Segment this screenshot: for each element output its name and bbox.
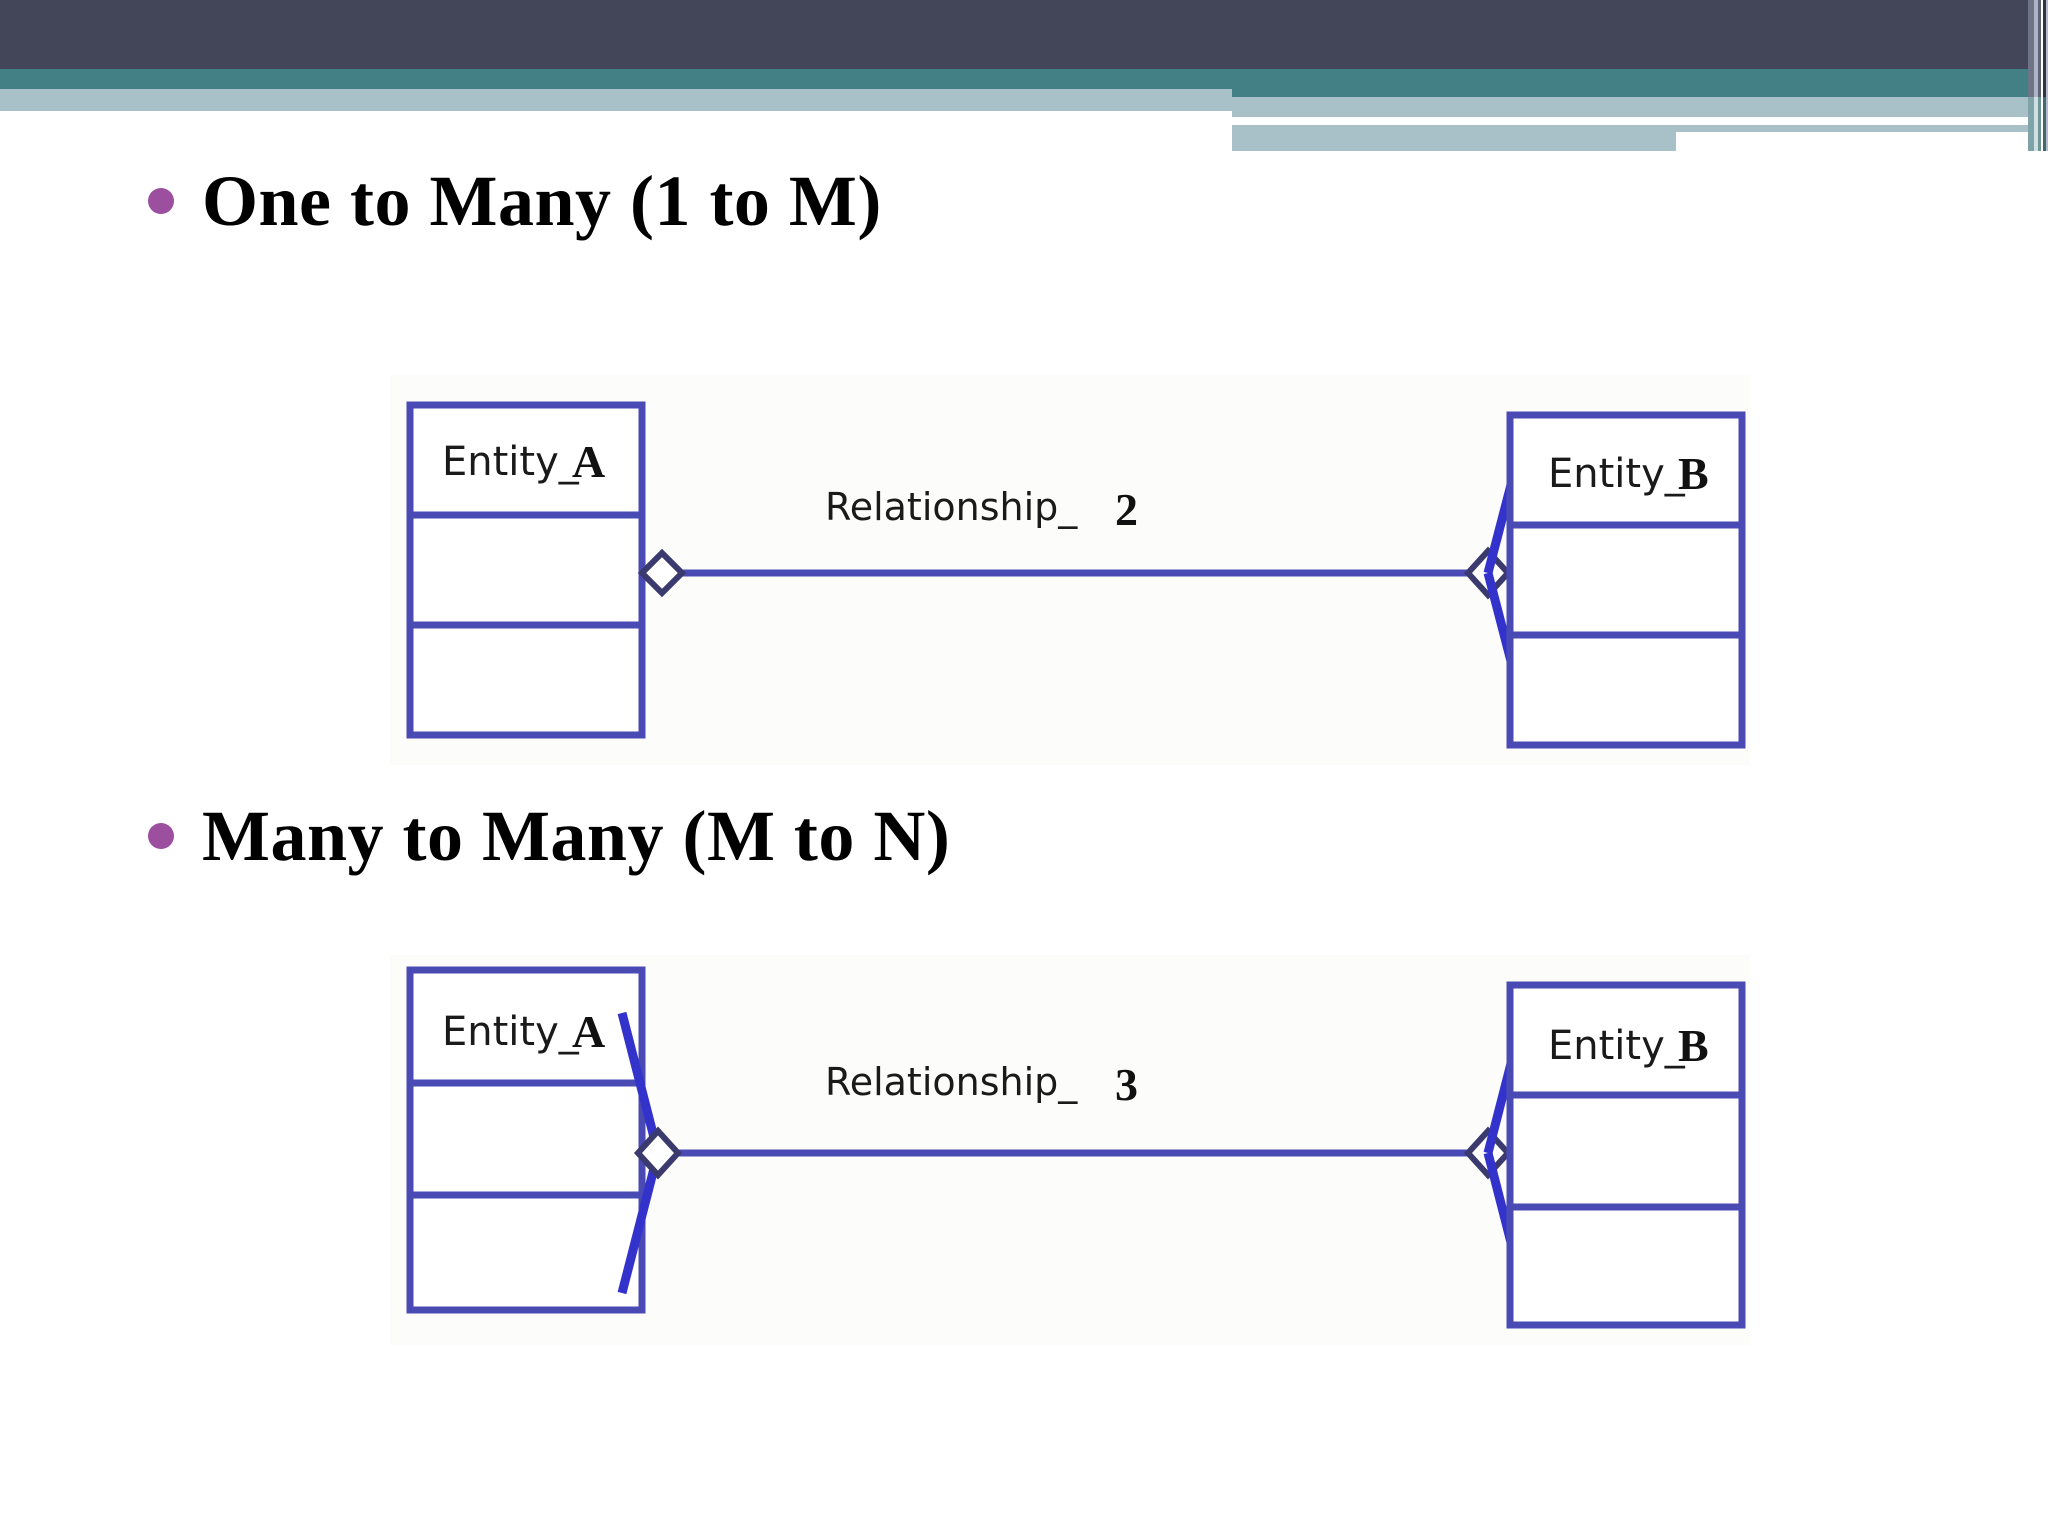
relationship-label-suffix: 2 [1115, 484, 1138, 535]
entity-box-a: Entity_ A [406, 966, 646, 1314]
entity-box-b: Entity_ B [1506, 981, 1746, 1329]
entity-a-label-letter: A [572, 436, 605, 487]
entity-b-outline [1506, 981, 1746, 1329]
zero-or-one-marker-icon [637, 548, 687, 598]
edge-stripe-6 [2046, 0, 2048, 151]
edge-stripe-5 [2043, 0, 2046, 151]
entity-b-label-letter: B [1678, 448, 1709, 499]
entity-box-a: Entity_ A [406, 401, 646, 739]
relationship-label-prefix: Relationship_ [825, 485, 1078, 529]
header-dark-band [0, 0, 2028, 69]
header-step-band-1 [1232, 97, 2028, 117]
cardinality-left-zero-or-one [637, 548, 687, 598]
crows-foot-lower-left [617, 1151, 663, 1295]
bullet-item-many-to-many: Many to Many (M to N) [148, 800, 950, 872]
relationship-label-prefix: Relationship_ [825, 1060, 1078, 1104]
entity-b-outline [1506, 411, 1746, 749]
edge-stripe-3 [2038, 0, 2041, 151]
edge-stripe-lower-1 [2028, 97, 2034, 151]
zero-or-many-circle-icon [633, 1126, 683, 1180]
er-diagram-one-to-many: Entity_ A Entity_ B Relati [390, 375, 1750, 765]
edge-stripe-2 [2034, 0, 2038, 151]
relationship-label-suffix: 3 [1115, 1059, 1138, 1110]
entity-b-label-prefix: Entity_ [1548, 451, 1686, 497]
entity-box-b: Entity_ B [1506, 411, 1746, 749]
er-diagram-one-to-many-svg: Entity_ A Entity_ B Relati [406, 401, 1746, 749]
edge-stripe-lower-2 [2034, 97, 2038, 151]
entity-a-label-prefix: Entity_ [442, 1009, 580, 1055]
edge-stripe-1 [2028, 0, 2034, 151]
bullet-label-one-to-many: One to Many (1 to M) [202, 161, 882, 241]
header-step-gap-2 [1676, 132, 2048, 154]
edge-stripe-lower-3 [2038, 97, 2041, 151]
bullet-dot-icon [148, 188, 174, 214]
entity-a-label-letter: A [572, 1006, 605, 1057]
bullet-label-many-to-many: Many to Many (M to N) [202, 796, 951, 876]
er-diagram-many-to-many-svg: Entity_ A Entity_ B [406, 966, 1746, 1329]
er-diagram-many-to-many: Entity_ A Entity_ B [390, 955, 1750, 1345]
header-light-band-left [0, 89, 1232, 111]
edge-stripe-4 [2041, 0, 2043, 151]
bullet-dot-icon [148, 823, 174, 849]
crows-foot-upper-left [617, 1011, 663, 1155]
entity-b-label-letter: B [1678, 1020, 1709, 1071]
header-step-gap-1 [1232, 117, 1934, 125]
entity-a-label-prefix: Entity_ [442, 439, 580, 485]
entity-b-label-prefix: Entity_ [1548, 1023, 1686, 1069]
entity-a-outline [406, 966, 646, 1314]
entity-a-outline [406, 401, 646, 739]
edge-stripe-lower-4 [2043, 97, 2046, 151]
cardinality-left-zero-or-many [617, 1011, 683, 1295]
bullet-item-one-to-many: One to Many (1 to M) [148, 165, 882, 237]
